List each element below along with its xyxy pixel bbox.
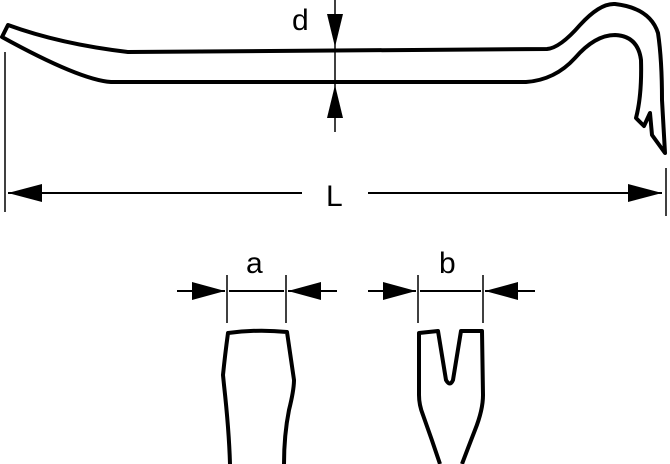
dimension-L: L [4,52,667,216]
arrow-left-icon [8,184,42,202]
bar-outline [0,1,667,155]
dimension-b: b [368,247,535,323]
flat-end-profile [221,328,296,464]
arrow-right-icon [192,282,225,300]
arrow-right-icon [628,184,662,202]
label-d: d [292,4,309,37]
arrow-left-icon [485,282,518,300]
claw-end-profile [417,329,485,464]
arrow-right-icon [383,282,416,300]
label-b: b [439,247,456,280]
label-a: a [246,247,263,280]
dimension-d: d [292,0,343,132]
arrow-up-icon [327,85,343,118]
arrow-left-icon [288,282,321,300]
arrow-down-icon [327,14,343,47]
dimension-a: a [177,247,337,323]
label-L: L [326,180,343,213]
